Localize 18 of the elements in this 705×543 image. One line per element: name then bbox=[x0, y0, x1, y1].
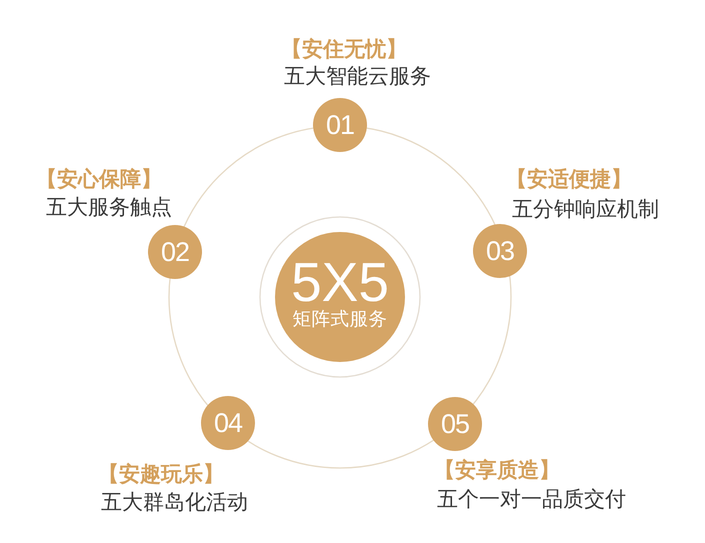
service-heading: 【安享质造】 bbox=[434, 458, 560, 484]
number-circle: 05 bbox=[428, 397, 482, 451]
number-circle: 03 bbox=[473, 224, 527, 278]
service-heading: 【安适便捷】 bbox=[506, 166, 632, 193]
service-description: 五大服务触点 bbox=[46, 195, 172, 221]
number-circle: 04 bbox=[201, 396, 255, 450]
service-description: 五大智能云服务 bbox=[284, 64, 431, 90]
service-heading: 【安住无忧】 bbox=[281, 36, 407, 63]
hub-subtitle: 矩阵式服务 bbox=[292, 308, 388, 330]
number-circle: 02 bbox=[148, 225, 202, 279]
hub-title: 5X5 bbox=[291, 256, 389, 308]
service-description: 五分钟响应机制 bbox=[512, 197, 659, 223]
service-description: 五个一对一品质交付 bbox=[437, 487, 626, 513]
service-description: 五大群岛化活动 bbox=[101, 490, 248, 516]
service-heading: 【安趣玩乐】 bbox=[98, 462, 224, 488]
hub-circle bbox=[275, 232, 405, 362]
service-heading: 【安心保障】 bbox=[36, 166, 162, 193]
number-circle: 01 bbox=[313, 98, 367, 152]
